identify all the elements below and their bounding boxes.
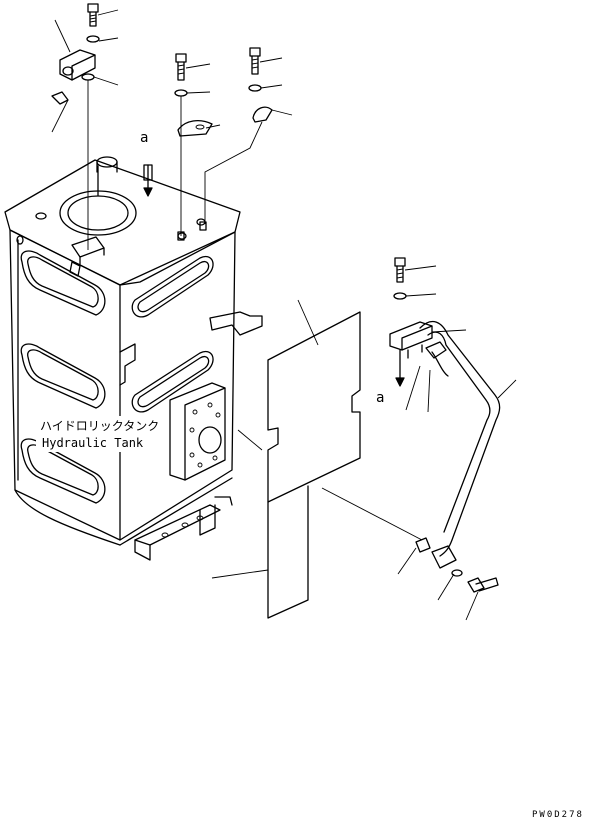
panel-sheet	[211, 299, 423, 619]
tank-base-mount	[134, 496, 233, 561]
tank-windows-left	[20, 250, 106, 504]
top-right-clamp-assembly	[199, 47, 273, 231]
tank-label-japanese: ハイドロリックタンク	[40, 419, 159, 433]
view-marker-top: a	[140, 130, 153, 197]
hydraulic-tank	[4, 156, 263, 561]
view-marker-top-letter: a	[140, 130, 148, 146]
tank-label-english: Hydraulic Tank	[42, 436, 144, 450]
filler-neck	[59, 156, 137, 236]
leader-lines	[51, 9, 517, 621]
valve-mount-plate	[169, 382, 226, 481]
tank-windows-right	[131, 255, 214, 413]
top-middle-clamp-assembly	[174, 53, 213, 241]
view-marker-right-letter: a	[376, 390, 384, 406]
top-left-bracket-assembly	[51, 3, 100, 250]
drawing-code: PW0D278	[532, 810, 584, 820]
pipe-assembly	[389, 257, 501, 593]
